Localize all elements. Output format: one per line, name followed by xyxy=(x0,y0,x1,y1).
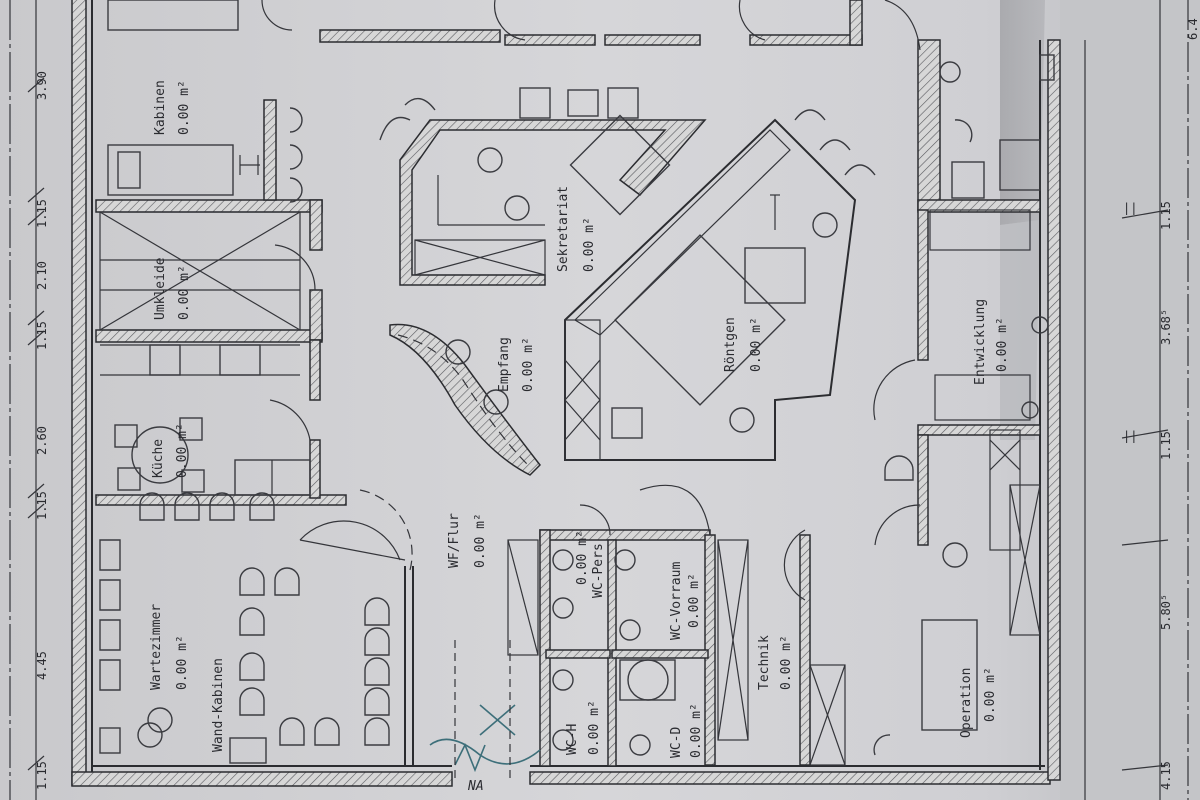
wartezimmer-chairs xyxy=(99,492,390,764)
area-sekretariat: 0.00 m² xyxy=(582,217,597,272)
area-roentgen: 0.00 m² xyxy=(749,317,764,372)
area-kueche: 0.00 m² xyxy=(175,423,190,478)
paper-shadow-top xyxy=(1000,0,1045,225)
dim-right-1-15-a: 1.15 xyxy=(1159,201,1173,230)
label-wc-h: WC-H xyxy=(565,724,580,755)
dimension-line-left xyxy=(9,0,45,800)
dim-left-2-10: 2.10 xyxy=(35,261,49,290)
label-wand-kabinen: Wand-Kabinen xyxy=(211,658,226,752)
label-kabinen: Kabinen xyxy=(153,80,168,135)
dim-left-4-45: 4.45 xyxy=(35,651,49,680)
area-wc-pers: 0.00 m² xyxy=(575,530,590,585)
label-empfang: Empfang xyxy=(497,337,512,392)
label-sekretariat: Sekretariat xyxy=(556,186,571,272)
label-technik: Technik xyxy=(757,635,772,690)
label-wc-d: WC-D xyxy=(669,727,684,758)
room-labels: Kabinen 0.00 m² Umkleide 0.00 m² Küche 0… xyxy=(149,80,1010,758)
exterior-walls xyxy=(71,0,1086,800)
dim-left-1-15-a: 1.15 xyxy=(35,199,49,228)
area-kabinen: 0.00 m² xyxy=(177,80,192,135)
dim-right-5-80: 5.80⁵ xyxy=(1159,594,1173,630)
label-entwicklung: Entwicklung xyxy=(973,299,988,385)
kueche-fixtures xyxy=(114,417,311,496)
dimension-line-right: || || xyxy=(1121,0,1189,800)
label-wf-flur: WF/Flur xyxy=(447,513,462,568)
area-wf-flur: 0.00 m² xyxy=(473,513,488,568)
empfang-desk xyxy=(389,323,541,476)
svg-text:||: || xyxy=(1123,201,1137,215)
area-wc-vorraum: 0.00 m² xyxy=(687,573,702,628)
dim-left-3-90: 3.90 xyxy=(35,71,49,100)
label-operation: Operation xyxy=(959,668,974,738)
area-entwicklung: 0.00 m² xyxy=(995,317,1010,372)
svg-text:||: || xyxy=(1123,429,1137,443)
dim-left-1-15-c: 1.15 xyxy=(35,491,49,520)
sekretariat-block xyxy=(379,87,707,286)
dim-right-3-68: 3.68⁵ xyxy=(1159,309,1173,345)
dim-left-2-60: 2.60 xyxy=(35,426,49,455)
entrance-annotation xyxy=(429,640,541,778)
label-roentgen: Röntgen xyxy=(723,317,738,372)
dim-right-4-15: 4.15 xyxy=(1159,761,1173,790)
label-wc-pers: WC-Pers xyxy=(591,543,606,598)
dim-left-1-15-d: 1.15 xyxy=(35,761,49,790)
area-umkleide: 0.00 m² xyxy=(177,265,192,320)
area-wc-d: 0.00 m² xyxy=(689,703,704,758)
entwicklung-operation-fixtures xyxy=(873,54,1055,756)
label-wartezimmer: Wartezimmer xyxy=(149,604,164,690)
doors xyxy=(261,0,921,601)
label-kueche: Küche xyxy=(151,439,166,478)
roentgen-block xyxy=(564,109,876,461)
wc-fixtures xyxy=(507,539,846,766)
entrance-note-text: NA xyxy=(467,779,484,794)
label-wc-vorraum: WC-Vorraum xyxy=(669,562,684,640)
area-operation: 0.00 m² xyxy=(983,667,998,722)
dim-right-1-15-b: 1.15 xyxy=(1159,431,1173,460)
area-wc-h: 0.00 m² xyxy=(587,700,602,755)
area-technik: 0.00 m² xyxy=(779,635,794,690)
label-umkleide: Umkleide xyxy=(153,257,168,320)
area-wartezimmer: 0.00 m² xyxy=(175,635,190,690)
dim-left-1-15-b: 1.15 xyxy=(35,321,49,350)
paper-right-strip xyxy=(1060,0,1200,800)
area-empfang: 0.00 m² xyxy=(521,337,536,392)
dim-right-6-4: 6.4 xyxy=(1186,18,1200,40)
kabinen-fixtures xyxy=(99,0,303,376)
interior-walls xyxy=(95,0,1041,767)
